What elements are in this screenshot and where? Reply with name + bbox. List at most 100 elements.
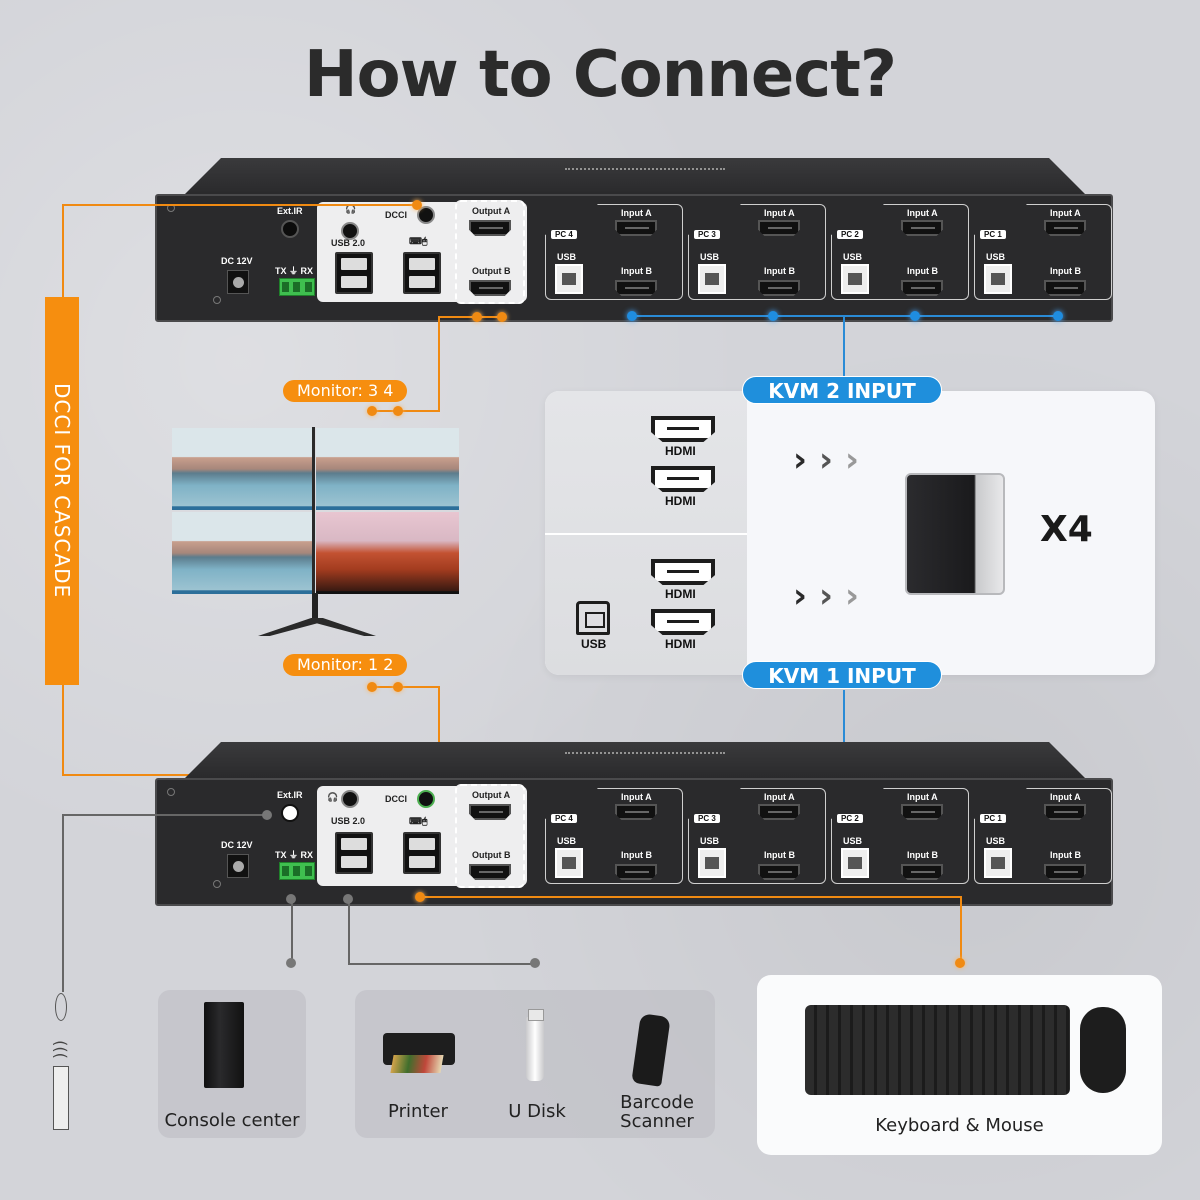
pc-tag: PC 1	[980, 230, 1006, 239]
input-b-port[interactable]	[1044, 280, 1086, 296]
ext-ir-port[interactable]	[281, 220, 299, 238]
audio-jack[interactable]	[341, 790, 359, 808]
dcci-port[interactable]	[417, 790, 435, 808]
monitor34-line-v	[438, 316, 440, 412]
dc-power-jack[interactable]	[227, 270, 249, 294]
output-b-port[interactable]	[469, 280, 511, 296]
input-a-label: Input A	[621, 208, 652, 218]
input-b-label: Input B	[1050, 266, 1081, 276]
usb-b-port[interactable]	[841, 264, 869, 294]
input-a-port[interactable]	[758, 804, 800, 820]
connector-dot	[367, 682, 377, 692]
udisk-label: U Disk	[508, 1101, 566, 1122]
monitor-screen-3	[172, 512, 315, 594]
connector-dot	[393, 406, 403, 416]
device-top	[185, 742, 1085, 778]
quantity-multiplier: X4	[1040, 509, 1093, 550]
input-b-port[interactable]	[901, 864, 943, 880]
input-b-port[interactable]	[758, 864, 800, 880]
dc-label: DC 12V	[221, 256, 253, 266]
connector-dot	[286, 894, 296, 904]
monitor-34-label: Monitor: 3 4	[283, 380, 408, 402]
usb2-ports[interactable]	[335, 252, 373, 294]
input-a-port[interactable]	[615, 804, 657, 820]
pc2-port-group: PC 2 Input A USB Input B	[831, 204, 969, 300]
connector-dot	[343, 894, 353, 904]
input-b-port[interactable]	[615, 280, 657, 296]
monitor12-line-h	[372, 686, 440, 688]
barcode-scanner-label: Barcode Scanner	[620, 1092, 694, 1132]
usb-b-port[interactable]	[984, 264, 1012, 294]
dcci-label: DCCI	[385, 210, 407, 220]
input-b-label: Input B	[907, 850, 938, 860]
kvm2-input-drop-line	[843, 315, 845, 377]
input-a-label: Input A	[1050, 208, 1081, 218]
kvm2-input-bus-line	[632, 315, 1060, 317]
input-a-port[interactable]	[758, 220, 800, 236]
rs232-terminal[interactable]	[279, 278, 315, 296]
ir-remote-icon	[53, 1066, 69, 1130]
page-title: How to Connect?	[304, 38, 897, 112]
dcci-port[interactable]	[417, 206, 435, 224]
connector-dot	[472, 312, 482, 322]
ext-ir-port[interactable]	[281, 804, 299, 822]
connector-dot	[955, 958, 965, 968]
output-b-port[interactable]	[469, 864, 511, 880]
kbm-usb-ports[interactable]	[403, 832, 441, 874]
ext-ir-label: Ext.IR	[277, 790, 303, 800]
input-b-port[interactable]	[758, 280, 800, 296]
keyboard-mouse-card: Keyboard & Mouse	[757, 975, 1162, 1155]
output-a-port[interactable]	[469, 220, 511, 236]
input-b-port[interactable]	[615, 864, 657, 880]
dc-power-jack[interactable]	[227, 854, 249, 878]
kbm-usb-ports[interactable]	[403, 252, 441, 294]
connector-dot	[415, 892, 425, 902]
device-top	[185, 158, 1085, 194]
input-a-port[interactable]	[615, 220, 657, 236]
input-b-port[interactable]	[901, 280, 943, 296]
kvm-input-card: HDMI HDMI HDMI USB HDMI › › › › › › X4	[545, 391, 1155, 675]
pc4-port-group: PC 4 Input A USB Input B	[545, 788, 683, 884]
rs232-label: TX ⏚ RX	[275, 850, 314, 860]
console-line	[291, 898, 293, 964]
output-a-port[interactable]	[469, 804, 511, 820]
chevron-right-icon: ›	[819, 576, 834, 616]
usb-label: USB	[986, 252, 1006, 262]
console-center-label: Console center	[164, 1110, 300, 1131]
input-b-port[interactable]	[1044, 864, 1086, 880]
pc1-port-group: PC 1 Input A USB Input B	[974, 204, 1112, 300]
usb-b-port[interactable]	[698, 848, 726, 878]
hdmi-icon	[651, 609, 715, 635]
monitor-screen-2	[316, 428, 459, 510]
input-a-port[interactable]	[1044, 220, 1086, 236]
usb-b-port[interactable]	[555, 264, 583, 294]
connector-dot	[530, 958, 540, 968]
device-front-panel: Ext.IR DC 12V TX ⏚ RX 🎧 DCCI USB 2.0 ⌨🖱 …	[155, 778, 1113, 906]
pc-tag: PC 2	[837, 230, 863, 239]
input-a-port[interactable]	[1044, 804, 1086, 820]
input-a-port[interactable]	[901, 220, 943, 236]
usb-device-line-v	[348, 898, 350, 964]
usb-b-port[interactable]	[841, 848, 869, 878]
audio-jack[interactable]	[341, 222, 359, 240]
usb2-label: USB 2.0	[331, 816, 366, 826]
input-a-label: Input A	[764, 208, 795, 218]
usb2-ports[interactable]	[335, 832, 373, 874]
output-panel: Output A Output B	[455, 784, 525, 888]
pc3-port-group: PC 3 Input A USB Input B	[688, 788, 826, 884]
usb-b-port[interactable]	[698, 264, 726, 294]
usb-label: USB	[843, 252, 863, 262]
usb-b-port[interactable]	[555, 848, 583, 878]
input-b-label: Input B	[907, 266, 938, 276]
input-a-port[interactable]	[901, 804, 943, 820]
usb-label: USB	[700, 252, 720, 262]
rs232-terminal[interactable]	[279, 862, 315, 880]
usb-b-port[interactable]	[984, 848, 1012, 878]
usb-label: USB	[843, 836, 863, 846]
monitor-stand-pole	[312, 427, 315, 597]
input-b-label: Input B	[1050, 850, 1081, 860]
hdmi-caption: HDMI	[665, 587, 696, 601]
input-b-label: Input B	[764, 266, 795, 276]
kvm1-input-drop-line	[843, 690, 845, 774]
hdmi-icon	[651, 559, 715, 585]
